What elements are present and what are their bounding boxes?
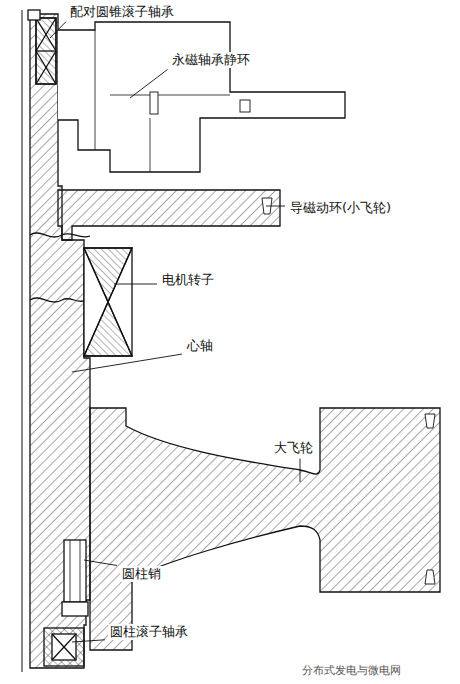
part-label: 大飞轮 — [272, 440, 315, 456]
part-label: 永磁轴承静环 — [170, 52, 252, 68]
part-label: 心轴 — [185, 338, 215, 354]
leader-line — [114, 284, 157, 285]
part-label: 圆柱销 — [120, 566, 163, 582]
break-line — [30, 233, 90, 237]
part-label: 导磁动环(小飞轮) — [288, 200, 393, 216]
break-line — [30, 298, 86, 302]
watermark: 分布式发电与微电网 — [300, 664, 403, 677]
leader-line — [130, 69, 168, 98]
roller-bearing — [44, 628, 84, 666]
big-flywheel — [90, 408, 440, 650]
part-label: 电机转子 — [160, 272, 216, 288]
leader-line — [72, 354, 182, 372]
leader-line — [72, 640, 105, 642]
motor-rotor — [84, 248, 132, 356]
part-label: 圆柱滚子轴承 — [108, 624, 190, 640]
leader-line — [50, 22, 66, 38]
leader-line — [300, 459, 301, 482]
pm-stator-ring — [58, 22, 345, 172]
leader-line — [84, 560, 117, 566]
tapered-bearing — [28, 10, 56, 84]
part-label: 配对圆锥滚子轴承 — [68, 4, 176, 20]
cylindrical-pin — [62, 540, 88, 616]
leader-line — [266, 206, 285, 207]
small-flywheel — [58, 190, 280, 240]
